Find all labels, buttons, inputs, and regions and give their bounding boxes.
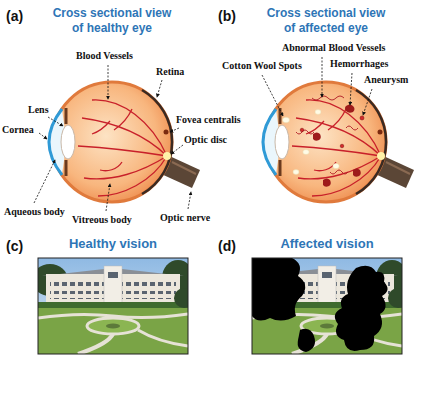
panel-caption: Affected vision	[252, 236, 402, 252]
panel-heading: Cross sectional view of healthy eye	[49, 6, 175, 36]
hemorrhages	[313, 105, 361, 187]
aneurysms	[300, 116, 364, 148]
panel-heading: Cross sectional view of affected eye	[263, 6, 389, 36]
part-label: Lens	[28, 104, 49, 116]
part-label: Fovea centralis	[176, 114, 241, 126]
panel-caption: Healthy vision	[38, 236, 188, 252]
part-label: Optic nerve	[160, 212, 210, 224]
cotton-wool-spots	[283, 110, 340, 175]
panel-letter: (b)	[218, 8, 236, 24]
healthy-vision-photo	[32, 258, 194, 354]
part-label: Vitreous body	[72, 214, 132, 226]
abnormal-vessels	[296, 96, 358, 174]
part-label: Retina	[156, 66, 184, 78]
affected-vision-photo	[246, 258, 408, 354]
panel-letter: (a)	[6, 8, 23, 24]
part-label: Optic disc	[184, 134, 227, 146]
part-label: Cotton Wool Spots	[222, 60, 302, 72]
part-label: Cornea	[2, 124, 34, 136]
part-label: Blood Vessels	[76, 50, 133, 62]
part-label: Abnormal Blood Vessels	[282, 42, 385, 54]
part-label: Aneurysm	[364, 74, 408, 86]
panel-letter: (c)	[6, 238, 23, 254]
part-label: Aqueous body	[4, 206, 65, 218]
healthy-eye	[49, 82, 200, 202]
panel-letter: (d)	[218, 238, 236, 254]
part-label: Hemorrhages	[330, 58, 388, 70]
leader-lines	[34, 57, 372, 211]
vision-loss-blobs	[252, 258, 388, 352]
affected-eye	[263, 82, 414, 202]
